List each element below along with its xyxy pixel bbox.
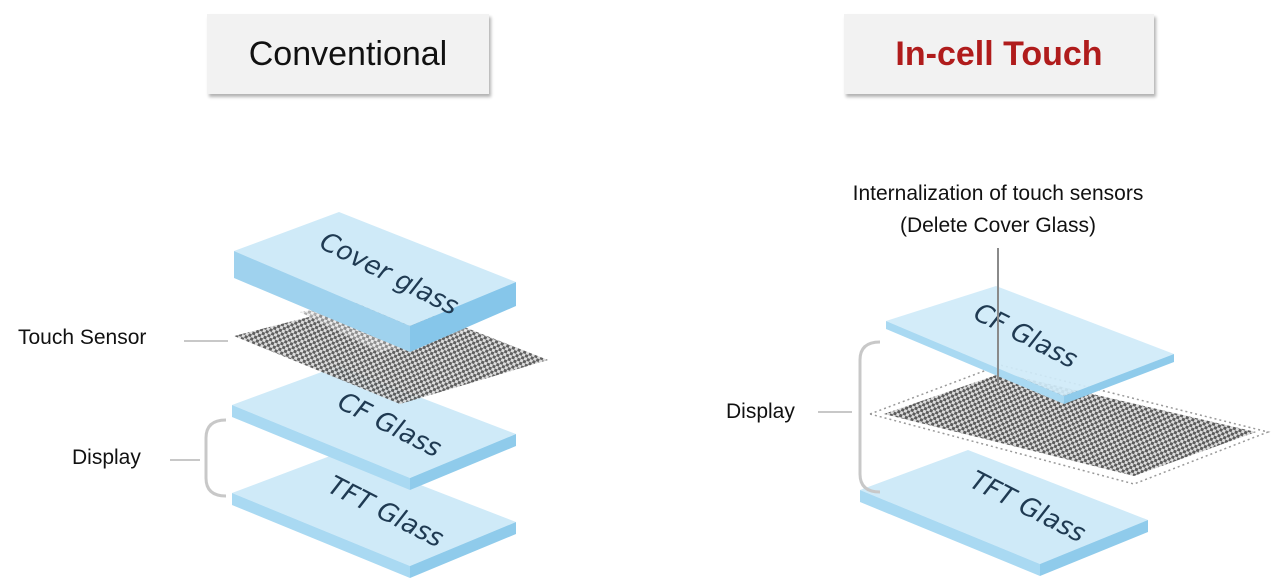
conv-cf-glass [232,366,516,490]
conv-cover-glass [234,212,516,352]
conv-display-bracket [204,418,227,498]
incell-caption-line1: Internalization of touch sensors [852,182,1144,205]
conv-tft-glass [232,453,516,578]
incell-caption-line2: (Delete Cover Glass) [899,214,1097,237]
incell-touch-sensor-mesh [867,364,1271,485]
incell-cf-glass [886,286,1174,404]
incell-caption: Internalization of touch sensors (Delete… [800,178,1196,242]
incell-display-label: Display [726,400,795,423]
conv-touch-sensor-label: Touch Sensor [18,326,147,349]
incell-display-bracket [858,340,881,494]
incell-tft-glass [860,450,1148,576]
incell-title: In-cell Touch [844,14,1154,94]
conv-display-label: Display [72,446,141,469]
conventional-title: Conventional [207,14,489,94]
